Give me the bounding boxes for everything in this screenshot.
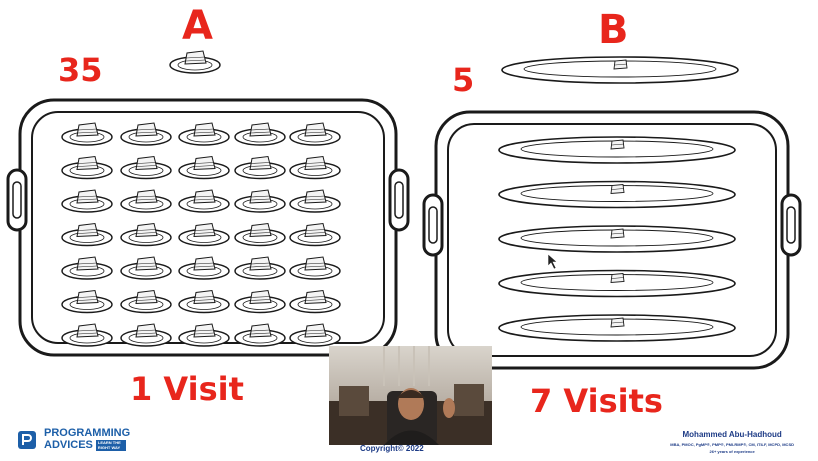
tray-a-plate — [234, 256, 286, 280]
tray-a-plates — [61, 122, 341, 347]
tray-b-plate — [498, 225, 736, 253]
brand-mark-icon — [18, 430, 36, 449]
tray-a-plate — [289, 256, 341, 280]
single-plate-b — [501, 56, 739, 84]
tray-a-plate — [120, 289, 172, 314]
count-b: 5 — [452, 61, 475, 99]
tray-a-plate — [61, 155, 113, 180]
author-name: Mohammed Abu-Hadhoud — [682, 430, 782, 439]
single-plate-b-item — [501, 56, 739, 84]
tray-a-plate — [61, 222, 113, 247]
tray-a-plate — [289, 155, 341, 180]
tray-a-plate — [289, 122, 341, 146]
tray-a-plate — [61, 289, 113, 314]
tray-a-plate — [178, 189, 230, 213]
brand-tagline: LEARN THE RIGHT WAY — [95, 440, 126, 451]
tray-a-plate — [61, 122, 113, 146]
tray-b — [422, 110, 802, 370]
tray-a-plate — [61, 323, 113, 347]
label-a: A — [182, 3, 213, 49]
tray-a-plate — [61, 256, 113, 280]
tray-b-plate — [498, 314, 736, 342]
tray-a-plate — [234, 122, 286, 146]
tray-a-plate — [178, 122, 230, 146]
author-credits: Mohammed Abu-Hadhoud MBA, PMOC, PgMP®, P… — [670, 430, 794, 454]
tray-a-plate — [234, 222, 286, 247]
tray-b-plate — [498, 180, 736, 209]
label-b: B — [598, 7, 629, 53]
tray-a-plate — [120, 222, 172, 247]
tray-b-plate — [498, 136, 736, 164]
programming-advices-logo: PROGRAMMING ADVICES LEARN THE RIGHT WAY — [16, 428, 130, 451]
author-credentials: MBA, PMOC, PgMP®, PMP®, PMI-RMP®, CM, IT… — [670, 442, 794, 447]
tray-a-plate — [120, 122, 172, 146]
author-experience: 26+ years of experience — [709, 449, 755, 454]
single-plate-a — [169, 50, 221, 74]
mouse-cursor-icon — [547, 253, 558, 270]
tray-a-plate — [178, 289, 230, 314]
tray-a-plate — [234, 189, 286, 213]
tray-a-plate — [234, 155, 286, 180]
visits-b: 7 Visits — [530, 382, 663, 420]
tray-b-plate — [498, 269, 736, 298]
tray-a-plate — [178, 256, 230, 280]
tray-a-plate — [120, 323, 172, 347]
tray-a-plate — [178, 222, 230, 247]
tray-a-plate — [234, 289, 286, 314]
brand-line2: ADVICES — [44, 439, 93, 451]
tray-a-plate — [289, 289, 341, 314]
tray-a-plate — [178, 155, 230, 180]
brand-line1: PROGRAMMING — [44, 427, 131, 439]
tray-b-plates — [498, 136, 736, 342]
tray-a-plate — [289, 189, 341, 213]
presenter-video — [329, 346, 492, 445]
tray-a-plate — [120, 189, 172, 213]
single-plate-a-item — [169, 50, 221, 74]
tray-a-plate — [234, 323, 286, 347]
presenter-video-frame — [329, 346, 492, 445]
tray-a-plate — [120, 155, 172, 180]
tray-a-plate — [120, 256, 172, 280]
tray-a-plate — [289, 323, 341, 347]
visits-a: 1 Visit — [130, 370, 244, 408]
tray-a-plate — [289, 222, 341, 247]
count-a: 35 — [58, 51, 103, 89]
tray-a-plate — [61, 189, 113, 213]
tray-a-plate — [178, 323, 230, 347]
copyright-text: Copyright© 2022 — [360, 444, 424, 453]
